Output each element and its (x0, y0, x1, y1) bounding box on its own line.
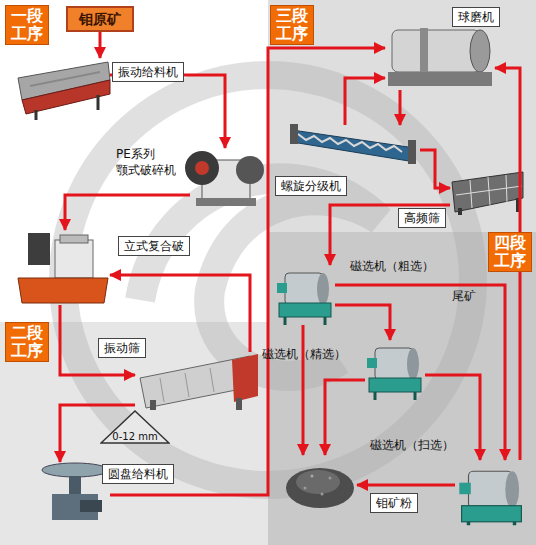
magnetic-separator-art (277, 273, 331, 325)
machine-label: PE系列 颚式破碎机 (116, 146, 180, 178)
disc-feeder-art (42, 463, 108, 520)
machine-node: 磁选机（粗选） (275, 265, 335, 325)
vibrating-feeder-art (18, 62, 110, 120)
high-frequency-screen-art (452, 172, 523, 215)
flow-arrow (110, 75, 225, 148)
vibrating-screen-art (140, 354, 258, 410)
machine-label: 高频筛 (398, 208, 446, 228)
flow-arrow (357, 484, 455, 487)
machine-label: 磁选机（扫选） (370, 437, 454, 453)
size-triangle: 0-12 mm (100, 410, 170, 444)
machine-label: 磁选机（粗选） (350, 258, 434, 274)
machine-node: 高频筛 (450, 170, 525, 215)
source-box: 钼原矿 (66, 6, 134, 32)
stage-box: 四段工序 (488, 232, 532, 272)
spiral-classifier-art (290, 124, 416, 164)
machine-node: 磁选机（扫选） (455, 460, 527, 525)
jaw-crusher-art (185, 151, 264, 206)
machine-label: 振动筛 (98, 338, 146, 358)
stage-box: 二段工序 (5, 322, 49, 362)
machine-label: 立式复合破 (118, 236, 190, 256)
machine-label: 钼矿粉 (370, 493, 418, 513)
machine-node: PE系列 颚式破碎机 (190, 148, 260, 208)
machine-node: 钼矿粉 (285, 455, 357, 510)
machine-node: 球磨机 (385, 25, 495, 90)
machine-node: 振动给料机 (15, 58, 110, 120)
machine-label: 球磨机 (452, 7, 500, 27)
magnetic-separator-art (367, 348, 421, 400)
flow-arrow (99, 32, 102, 58)
flow-arrow (345, 78, 385, 125)
machine-label: 振动给料机 (112, 62, 184, 82)
machine-node: 磁选机（精选） (365, 340, 425, 400)
flow-arrow (330, 205, 450, 265)
stage-box: 一段工序 (5, 5, 49, 45)
flow-arrow (335, 305, 390, 340)
flow-arrow (335, 285, 505, 460)
stage-label: 二段工序 (6, 323, 48, 360)
compound-crusher-art (18, 233, 108, 303)
machine-node: 圆盘给料机 (40, 462, 110, 524)
flow-arrow (65, 195, 190, 230)
stage-label: 三段工序 (271, 6, 313, 43)
machine-node: 螺旋分级机 (290, 125, 420, 165)
stage-label: 一段工序 (6, 6, 48, 43)
stage-label: 四段工序 (489, 233, 531, 270)
machine-label: 磁选机（精选） (262, 346, 346, 362)
ball-mill-art (388, 28, 492, 86)
machine-node: 振动筛 (135, 352, 260, 410)
powder-pile-art (286, 468, 354, 508)
machine-node: 立式复合破 (15, 230, 110, 305)
size-label: 0-12 mm (100, 431, 170, 442)
flow-arrow (420, 150, 450, 188)
stage-box: 三段工序 (270, 5, 314, 45)
magnetic-separator-art (459, 471, 521, 525)
edge-label: 尾矿 (452, 288, 476, 304)
flow-arrow (399, 90, 402, 125)
triangle-shape (101, 411, 169, 443)
machine-label: 螺旋分级机 (275, 176, 347, 196)
source-label: 钼原矿 (68, 8, 132, 30)
flow-arrow (302, 325, 305, 455)
flow-arrow (325, 380, 365, 455)
machine-label: 圆盘给料机 (102, 464, 174, 484)
